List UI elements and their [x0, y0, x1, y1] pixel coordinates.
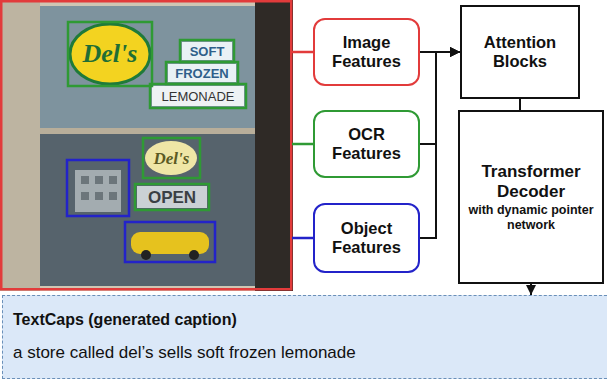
ocr-box: [135, 184, 209, 210]
sign-text-holder: OPEN: [137, 186, 207, 208]
door-frame: [255, 0, 293, 291]
building-reflection: [75, 170, 121, 212]
sign-text-holder: LEMONADE: [152, 86, 244, 106]
flow-arrow: [530, 284, 532, 295]
object-box: [125, 222, 215, 262]
object-box: [67, 160, 129, 216]
feature-box: Object Features: [313, 203, 420, 273]
box-body: with dynamic pointer network: [466, 203, 596, 232]
window-mullion: [40, 128, 255, 134]
sign-text: FROZEN: [175, 67, 228, 80]
box-title: OCR Features: [321, 125, 412, 163]
sign-text-holder: SOFT: [182, 42, 232, 60]
ocr-box: [143, 138, 200, 178]
sign-panel: [182, 42, 232, 60]
yellow-car: [131, 232, 209, 254]
building-window: [95, 192, 103, 200]
sign-text-holder: Del's: [145, 140, 198, 176]
caption-panel: TextCaps (generated caption) a store call…: [2, 295, 607, 379]
wall: [0, 0, 293, 291]
ocr-box: [180, 40, 234, 62]
building-window: [81, 176, 89, 184]
open-sign: [137, 186, 207, 208]
window-glass: [40, 6, 255, 286]
process-box: Transformer Decoderwith dynamic pointer …: [458, 110, 604, 284]
box-title: Transformer Decoder: [466, 162, 596, 201]
car-wheel: [141, 250, 151, 260]
flow-arrow: [420, 52, 460, 144]
car-wheel: [189, 250, 199, 260]
box-title: TextCaps (generated caption): [13, 311, 237, 329]
feature-box: OCR Features: [313, 110, 420, 178]
feature-box: Image Features: [313, 18, 420, 86]
box-body: a store called del’s sells soft frozen l…: [13, 343, 356, 363]
sign-panel: [168, 64, 236, 82]
building-window: [109, 176, 117, 184]
ocr-box: [150, 84, 246, 108]
image-feature-lead: [292, 51, 313, 54]
sign-text-holder: FROZEN: [168, 64, 236, 82]
flow-arrow: [519, 99, 521, 110]
building-window: [109, 192, 117, 200]
sign-text: Del's: [83, 41, 138, 67]
sign-text: SOFT: [190, 45, 225, 58]
sign-text: OPEN: [148, 189, 196, 206]
box-title: Object Features: [321, 219, 412, 257]
ocr-box: [166, 62, 238, 84]
ocr-feature-lead: [292, 143, 313, 146]
image-border: [1, 1, 291, 289]
building-window: [95, 176, 103, 184]
sign-text: LEMONADE: [162, 90, 235, 103]
building-window: [81, 192, 89, 200]
process-box: Attention Blocks: [460, 5, 580, 99]
box-title: Image Features: [321, 33, 412, 71]
sign-text-holder: Del's: [70, 24, 150, 84]
flow-arrow: [420, 52, 460, 238]
lemon-logo: [70, 24, 150, 84]
box-title: Attention Blocks: [468, 33, 572, 71]
window-frame: [0, 0, 40, 291]
glass-reflection: [40, 6, 255, 131]
ocr-box: [68, 22, 152, 86]
lemon-logo-reflection: [145, 141, 197, 175]
sign-panel: [152, 86, 244, 106]
object-feature-lead: [292, 237, 313, 240]
sign-text: Del's: [154, 150, 190, 167]
